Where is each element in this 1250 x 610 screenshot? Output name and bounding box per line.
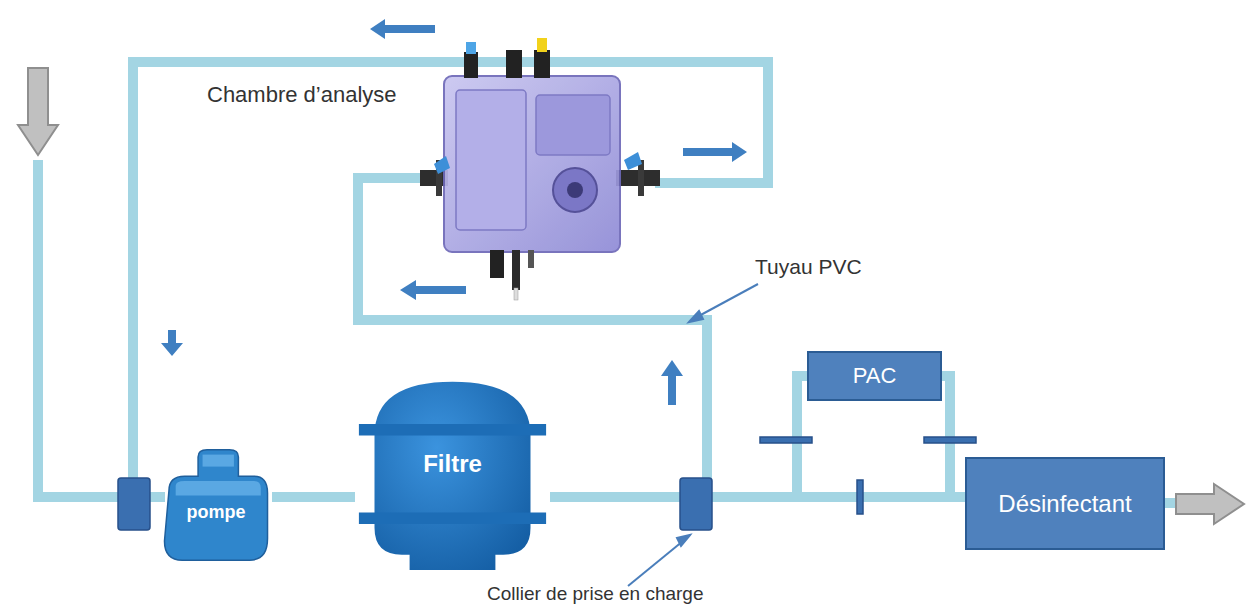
- leader-head: [689, 311, 703, 322]
- outlet-arrow: [1176, 484, 1244, 524]
- flow-arrow: [370, 19, 435, 39]
- leader-line: [628, 541, 683, 586]
- leader-head: [677, 535, 690, 546]
- filter-node: Filtre: [355, 378, 550, 570]
- process-box: PAC: [807, 351, 942, 401]
- pipe-collar: [118, 478, 150, 530]
- pipe-connector: [550, 492, 965, 502]
- part-label: Chambre d’analyse: [207, 82, 397, 108]
- pipe-collar: [680, 478, 712, 530]
- valve-symbol: [857, 480, 863, 514]
- flow-arrow: [161, 330, 183, 356]
- pump-node: pompe: [160, 445, 272, 565]
- node-text: Désinfectant: [998, 490, 1131, 518]
- node-text: PAC: [853, 363, 897, 389]
- valve-symbol: [924, 437, 976, 443]
- pipe-connector: [272, 492, 355, 502]
- node-text: pompe: [186, 502, 245, 523]
- inlet-arrow: [18, 68, 58, 155]
- flow-arrow: [661, 360, 683, 405]
- part-label: Tuyau PVC: [755, 255, 862, 279]
- pump-highlight: [176, 481, 261, 495]
- inlet-pipe: [38, 160, 165, 497]
- flow-arrow: [683, 142, 747, 162]
- flow-arrow: [400, 280, 466, 300]
- process-box: Désinfectant: [965, 457, 1165, 550]
- analysis-chamber: [420, 38, 660, 300]
- pump-body: [164, 450, 267, 560]
- filter-body: [375, 382, 531, 570]
- leader-line: [697, 284, 758, 317]
- filter-rim: [359, 424, 546, 524]
- pump-lid: [203, 455, 234, 467]
- valve-symbol: [760, 437, 812, 443]
- part-label: Collier de prise en charge: [487, 583, 704, 605]
- node-text: Filtre: [423, 450, 482, 478]
